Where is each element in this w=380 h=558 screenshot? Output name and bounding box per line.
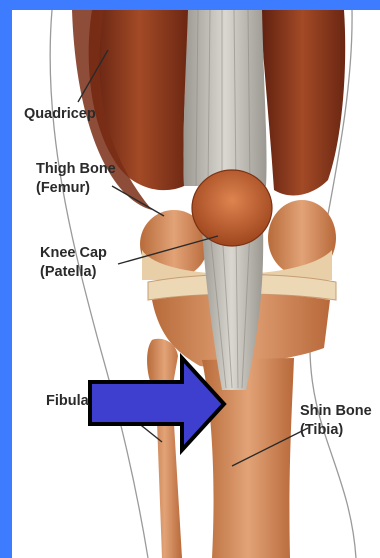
diagram-frame: Quadricep Thigh Bone (Femur) Knee Cap (P… (12, 10, 380, 558)
label-quadricep: Quadricep (24, 105, 96, 124)
label-shin-bone: Shin Bone (Tibia) (300, 402, 372, 440)
leader-thigh-bone (112, 186, 164, 216)
label-knee-cap: Knee Cap (Patella) (40, 244, 107, 282)
patella (192, 170, 272, 246)
quadricep-right (260, 10, 345, 195)
label-thigh-bone: Thigh Bone (Femur) (36, 160, 116, 198)
fibula-bone (147, 339, 182, 558)
label-fibula: Fibula (46, 392, 89, 411)
knee-anatomy-illustration (12, 10, 380, 558)
